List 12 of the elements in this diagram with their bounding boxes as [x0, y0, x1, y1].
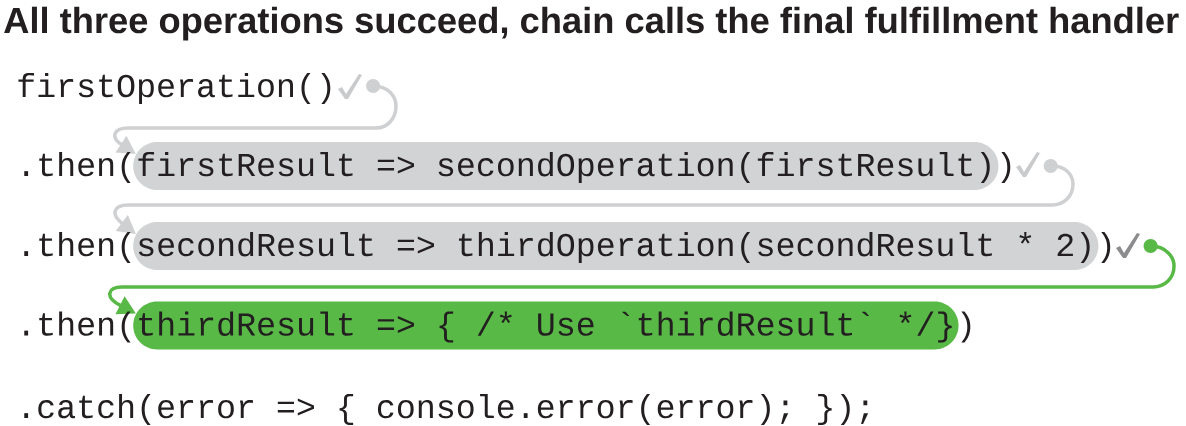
code-text: .catch(error => { console.error(error); }); [24, 393, 869, 425]
title: All three operations succeed, chain calls the final fulfillment handler [4, 6, 1179, 41]
code-pill: secondResult => thirdOperation(secondResult * 2) [133, 222, 1099, 270]
code-text: .then( [24, 311, 131, 343]
code-text: ) [1001, 151, 1011, 183]
code-text: ) [1101, 231, 1111, 263]
code-text: firstOperation() [18, 72, 331, 104]
code-text: .then( [24, 151, 131, 183]
code-pill: firstResult => secondOperation(firstResult) [133, 142, 999, 190]
code-text: .then( [24, 231, 131, 263]
code-pill: thirdResult => { /* Use `thirdResult` */} [133, 301, 959, 350]
code-text: ) [961, 311, 971, 343]
